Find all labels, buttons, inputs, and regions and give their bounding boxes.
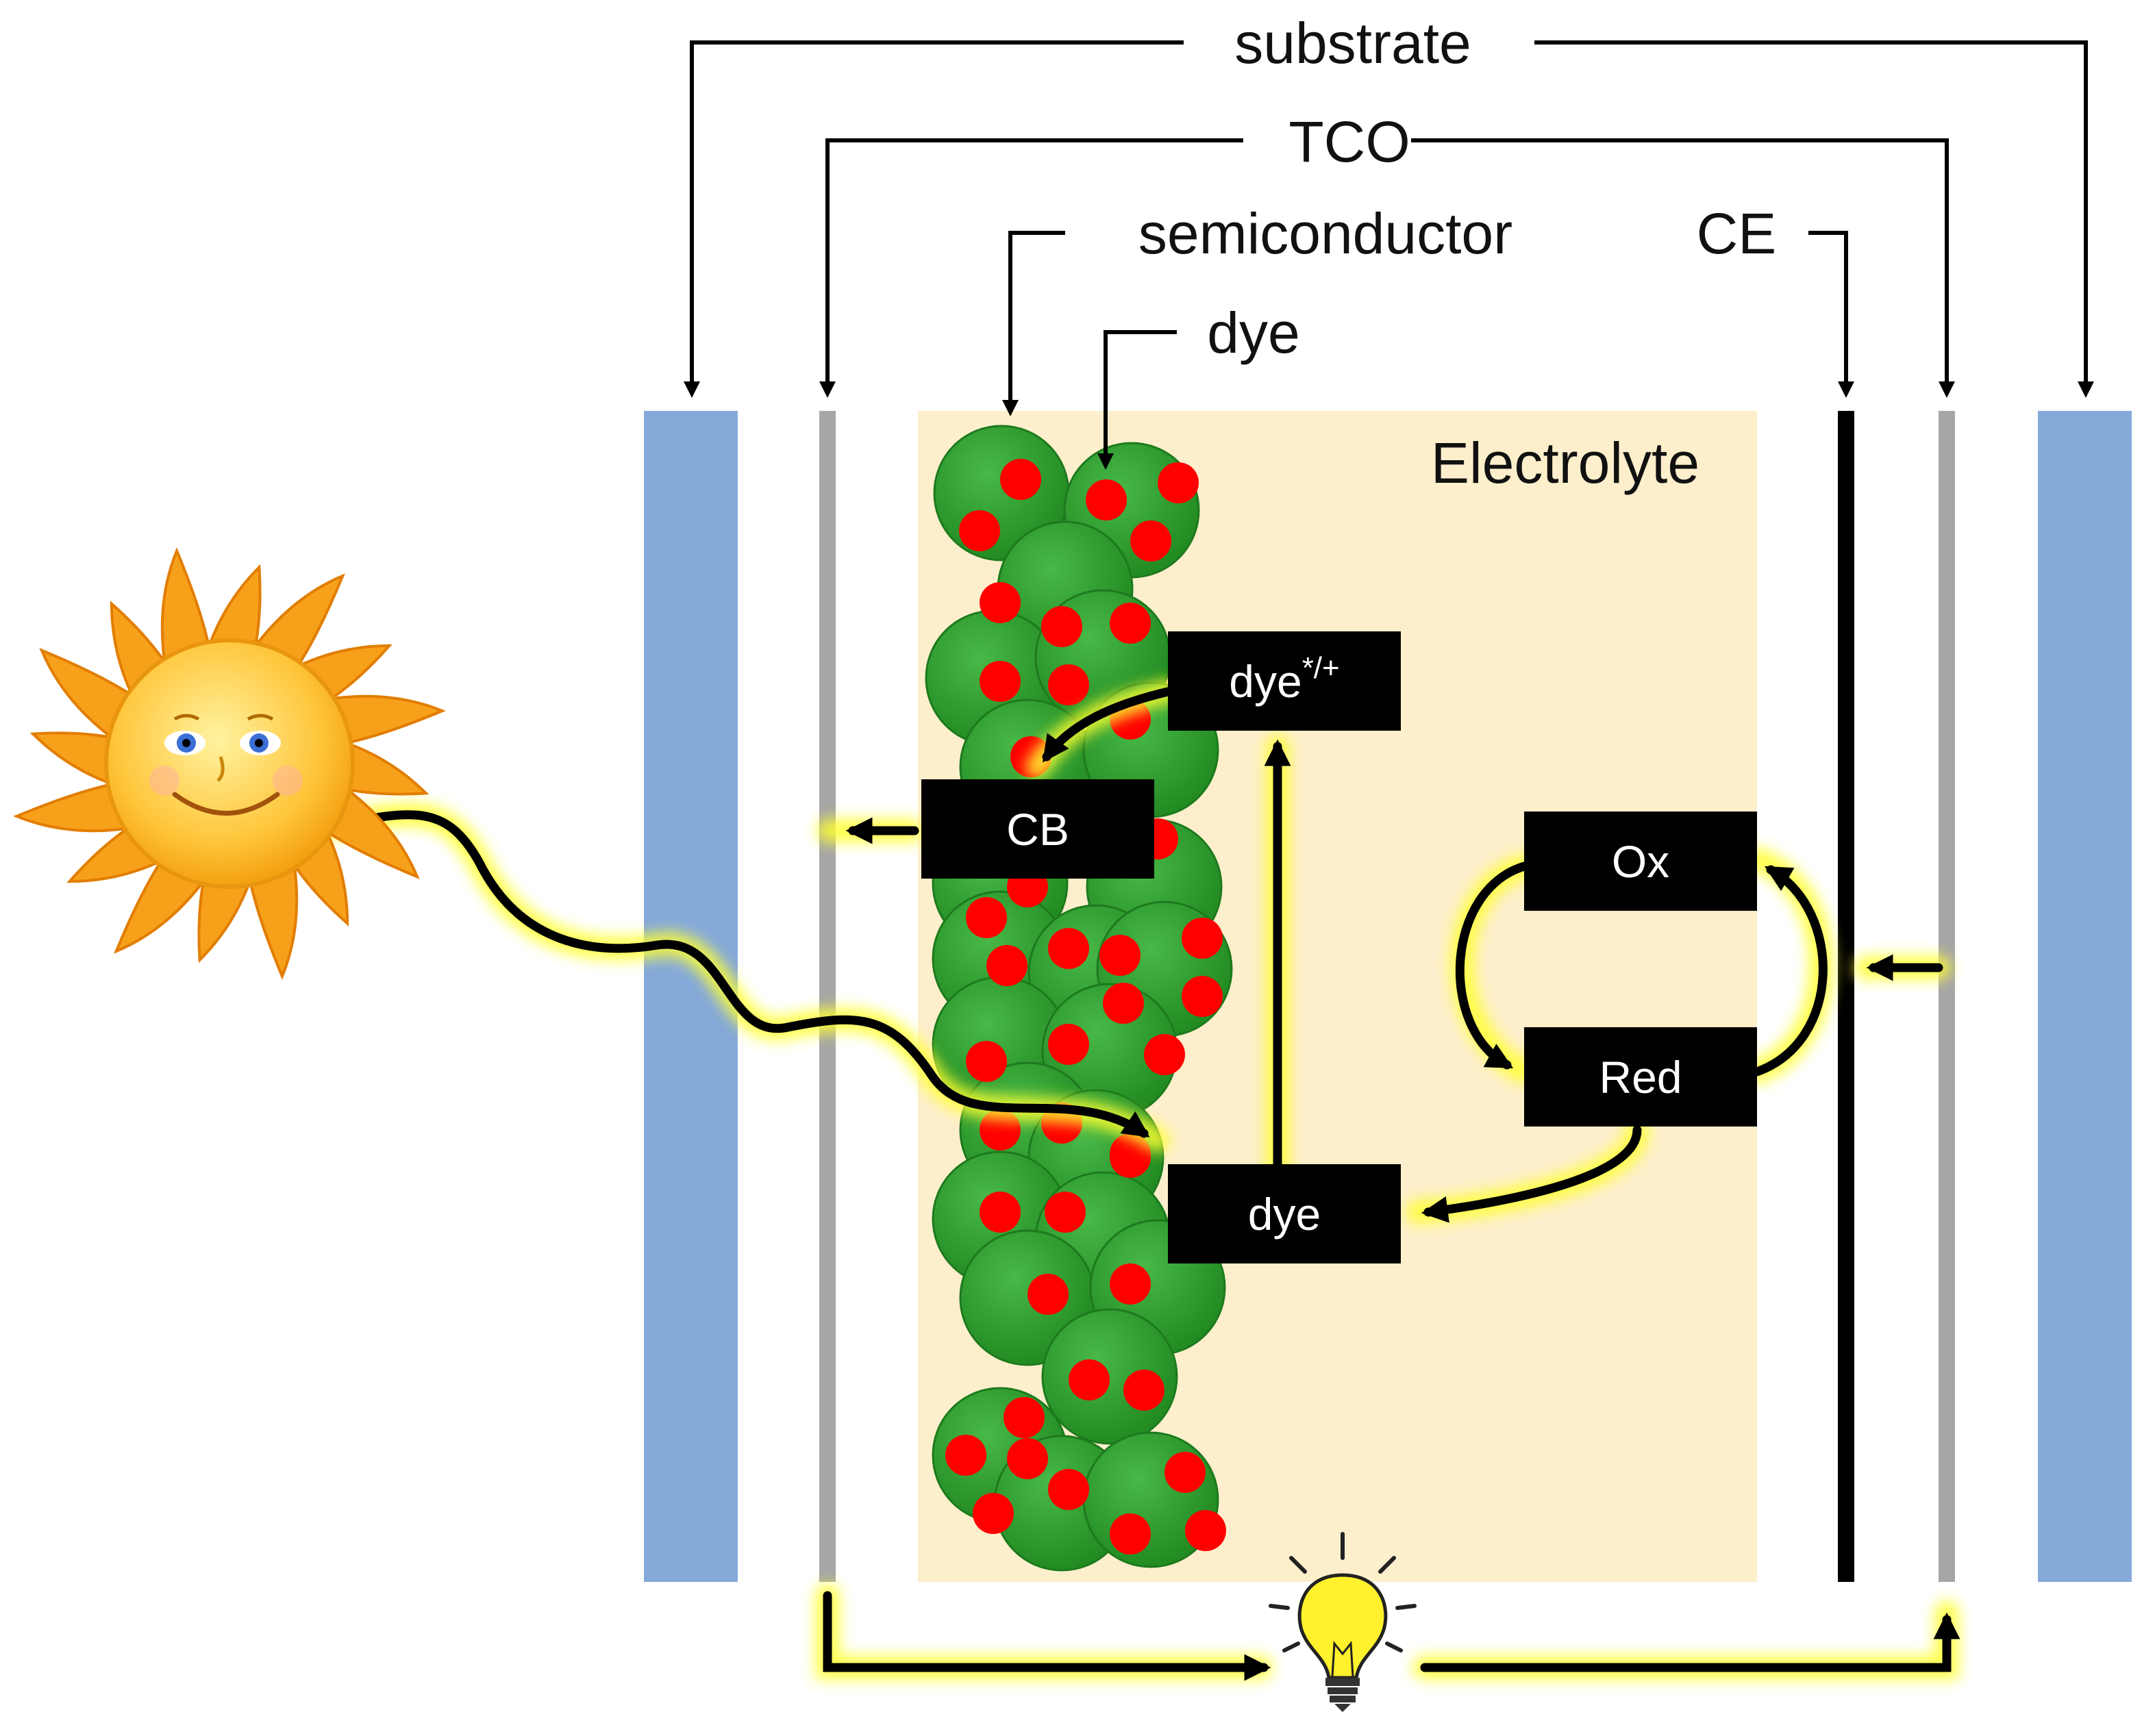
electrolyte-label: Electrolyte [1431, 431, 1699, 495]
dye-molecule [1041, 606, 1082, 647]
dye-molecule [966, 897, 1007, 938]
ox-to-red-arrow [1455, 861, 1529, 1070]
light-bulb-icon [1269, 1532, 1417, 1712]
light-path-arrow [303, 810, 1150, 1138]
tco-label: TCO [1288, 110, 1410, 174]
red-to-ox-arrow [1752, 865, 1828, 1077]
sun-ray [197, 869, 256, 964]
dye-molecule [1069, 1359, 1110, 1400]
label-brackets [684, 40, 2094, 470]
substrate-label: substrate [1234, 11, 1471, 75]
dye-molecule [1123, 1370, 1164, 1411]
dye-molecule [1004, 1397, 1045, 1438]
cb-label: CB [1006, 804, 1069, 855]
dye-molecule [945, 1435, 986, 1476]
cb-box: CB [921, 779, 1154, 879]
tco-bracket-left [819, 138, 1243, 398]
sun-icon [13, 547, 446, 980]
process-arrows [303, 687, 1960, 1681]
circuit-right [1420, 1612, 1960, 1672]
counter-electrode [1838, 411, 1854, 1582]
ox-label: Ox [1612, 836, 1669, 887]
dye-molecule [1110, 1263, 1151, 1305]
ox-box: Ox [1524, 812, 1757, 911]
dye-molecule [1182, 976, 1223, 1017]
dye-molecule [980, 582, 1021, 623]
substrate-bracket-right [1534, 40, 2094, 398]
dye-molecule [1110, 603, 1151, 644]
dye-molecule [1158, 462, 1199, 503]
dye-molecule [1007, 1438, 1048, 1479]
dye-molecule [959, 510, 1000, 551]
dye-excited-box: dye*/+ [1168, 631, 1401, 731]
dye-molecule [1164, 1452, 1206, 1493]
dye-molecule [980, 1192, 1021, 1233]
dye-molecule [1103, 983, 1144, 1024]
svg-text:dye*/+: dye*/+ [1229, 651, 1339, 707]
sun-ray [335, 738, 429, 796]
ce-bracket [1808, 231, 1854, 398]
dye-molecule [1182, 918, 1223, 959]
dye-molecule [1048, 1469, 1089, 1510]
sun-ray [203, 564, 262, 658]
dye-molecule [1048, 664, 1089, 705]
substrate-right [2038, 411, 2132, 1582]
dye-molecule [1048, 1024, 1089, 1065]
tco-left [819, 411, 836, 1582]
regeneration-arrow [1421, 1125, 1642, 1223]
dye-molecule [1048, 928, 1089, 969]
dye-excited-base: dye [1229, 656, 1301, 707]
dye-molecule [986, 945, 1027, 986]
dye-excited-superscript: */+ [1302, 651, 1340, 685]
dye-molecule [1185, 1510, 1226, 1551]
dye-box: dye [1168, 1164, 1401, 1263]
substrate-bracket-left [684, 40, 1184, 398]
dye-label: dye [1207, 301, 1299, 365]
dye-box-label: dye [1248, 1189, 1321, 1240]
tco-bracket-right [1411, 138, 1955, 398]
ce-label: CE [1697, 201, 1777, 266]
injection-arrow [1042, 687, 1173, 763]
dye-molecule [1027, 1274, 1069, 1315]
dye-molecule [980, 661, 1021, 702]
dye-molecule [1144, 1034, 1185, 1075]
semiconductor-label: semiconductor [1138, 201, 1512, 266]
red-box: Red [1524, 1027, 1757, 1127]
semiconductor-bracket [1002, 231, 1065, 416]
circuit-left [823, 1591, 1271, 1681]
red-label: Red [1599, 1052, 1682, 1103]
dye-molecule [1000, 459, 1041, 500]
sun-ray [29, 731, 124, 790]
dye-molecule [1045, 1192, 1086, 1233]
dye-bracket [1097, 330, 1177, 470]
dye-molecule [966, 1041, 1007, 1082]
dye-molecule [1099, 935, 1141, 976]
dye-molecule [1110, 1137, 1151, 1178]
dye-molecule [973, 1493, 1014, 1534]
dye-molecule [1110, 1513, 1151, 1555]
tco-right [1939, 411, 1955, 1582]
dye-molecule [1130, 520, 1171, 562]
dye-molecule [1086, 479, 1127, 520]
